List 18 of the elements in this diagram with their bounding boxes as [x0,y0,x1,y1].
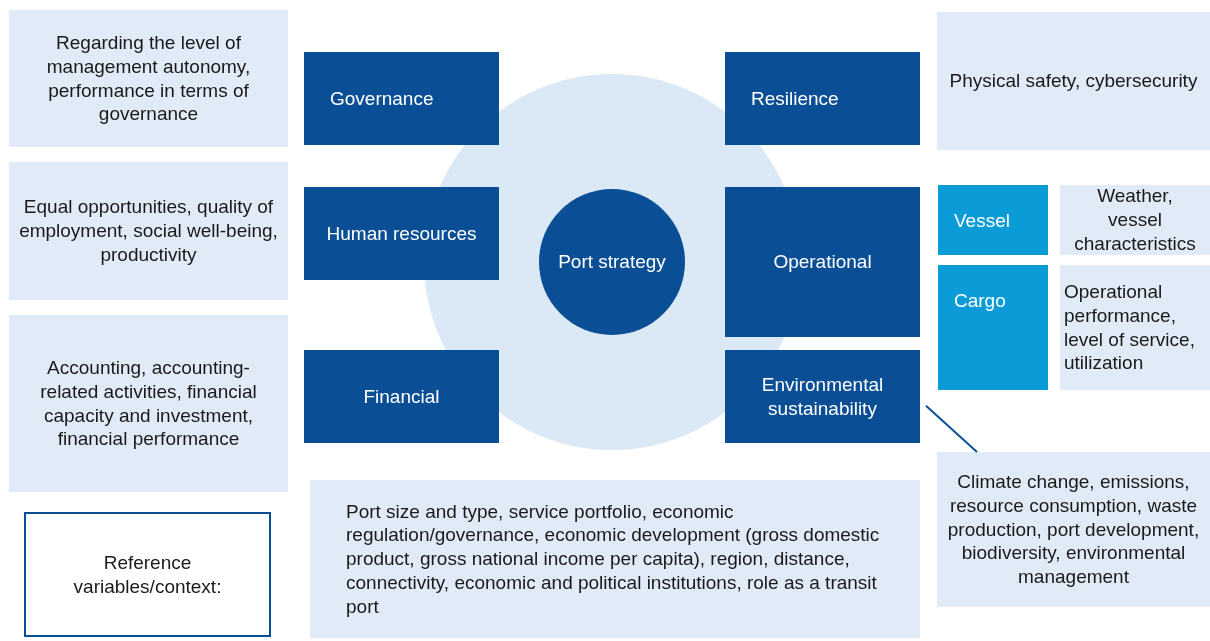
leader-line [925,404,978,453]
description-panel: Equal opportunities, quality of employment, social well-being, productivity [9,162,288,300]
description-panel: Climate change, emissions, resource consumption, waste production, port development, biodiversity, environmental management [937,452,1210,607]
description-panel: Physical safety, cybersecurity [937,12,1210,150]
subcategory-box: Cargo [938,265,1048,390]
category-box: Financial [304,350,499,443]
category-box: Operational [725,187,920,337]
description-panel: Accounting, accounting-related activities, financial capacity and investment, financial performance [9,315,288,492]
context-box: Reference variables/context: [24,512,271,637]
category-box: Human resources [304,187,499,280]
subcategory-box: Vessel [938,185,1048,255]
description-panel: Regarding the level of management autonomy, performance in terms of governance [9,10,288,147]
description-panel: Weather, vessel characteristics [1060,185,1210,255]
category-box: Governance [304,52,499,145]
description-panel: Operational performance, level of service, utilization [1060,265,1210,390]
category-box: Resilience [725,52,920,145]
description-panel: Port size and type, service portfolio, economic regulation/governance, economic development (gross domestic product, gross national income per capita), region, distance, connectivity, economic and political institutions, role as a transit port [310,480,920,638]
category-box: Environmental sustainability [725,350,920,443]
